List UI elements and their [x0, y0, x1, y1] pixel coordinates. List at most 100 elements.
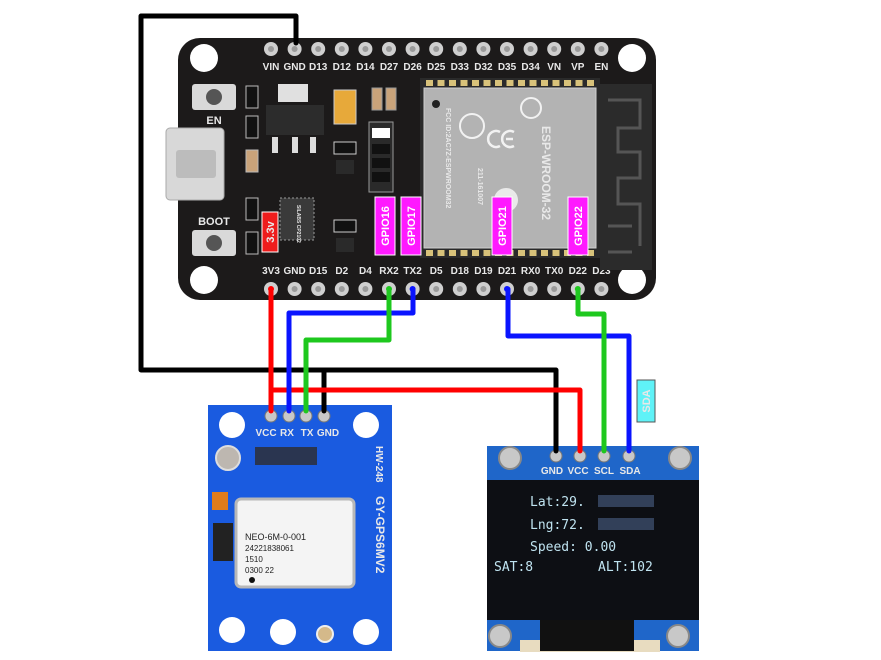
oled-lng: Lng:72. — [530, 518, 585, 533]
fcc-logo-icon — [459, 113, 485, 139]
chip-line-2: 24221838061 — [245, 544, 294, 553]
pin-hole — [480, 286, 487, 292]
module-label: ESP-WROOM-32 — [539, 126, 553, 220]
wire-gnd-oled — [138, 13, 559, 454]
top-pin-label: D12 — [333, 62, 352, 73]
sda-tag: SDA — [636, 379, 656, 423]
pin-hole — [315, 46, 322, 52]
usb-opening — [176, 150, 216, 178]
neo6m-chip — [234, 497, 356, 589]
top-pin-label: D25 — [427, 62, 446, 73]
pcb-antenna — [600, 84, 652, 270]
gps-model: GY-GPS6MV2 — [373, 496, 387, 574]
pin-hole — [551, 46, 558, 52]
gpio-tag-label: GPIO16 — [380, 206, 392, 246]
mount-hole — [190, 266, 218, 294]
blurred-lng-digits — [598, 518, 654, 530]
pin-hole — [480, 46, 487, 52]
bottom-pin-label: D15 — [309, 266, 328, 277]
en-button-cap — [206, 89, 222, 105]
bottom-pin-label: D2 — [335, 266, 348, 277]
gps-capacitor — [212, 492, 228, 510]
usb-uart-chip — [279, 197, 315, 241]
oled-speed: Speed: 0.00 — [530, 540, 616, 555]
mount-hole — [666, 624, 690, 648]
top-pin-label: D32 — [474, 62, 493, 73]
pin-hole — [598, 46, 605, 52]
pin-hole — [268, 46, 274, 52]
top-pin-label: EN — [594, 62, 608, 73]
pin-hole — [315, 286, 322, 292]
mount-hole — [498, 446, 522, 470]
pin-hole — [551, 286, 558, 292]
bottom-pin-label: D5 — [430, 266, 443, 277]
top-pin-label: VP — [571, 62, 585, 73]
bottom-pin-label: TX2 — [403, 266, 422, 277]
smd-components — [245, 84, 397, 255]
pin-hole — [338, 46, 345, 52]
mount-hole — [190, 44, 218, 72]
bottom-pin-label: 3V3 — [262, 266, 280, 277]
chip-line-3: 1510 — [245, 555, 263, 564]
antenna-connector — [316, 625, 334, 643]
wire-tx2-gps-rx — [286, 286, 416, 414]
wire-d21-sda — [505, 286, 632, 454]
bottom-pin-label: GND — [283, 266, 305, 277]
usb-uart-chip-label: SILABS CP2102 — [295, 205, 301, 243]
gpio-tag-label: GPIO22 — [573, 206, 585, 246]
mount-hole — [353, 412, 379, 438]
oled-lat: Lat:29. — [530, 495, 585, 510]
bottom-pin-label: D19 — [474, 266, 493, 277]
mount-hole — [618, 266, 646, 294]
pin-hole — [574, 46, 581, 52]
oled-pin-label: VCC — [567, 466, 588, 477]
bottom-header — [264, 282, 609, 296]
top-pin-label: D35 — [498, 62, 517, 73]
boot-button-cap — [206, 235, 222, 251]
battery-cell — [215, 445, 241, 471]
top-pin-label: D14 — [356, 62, 375, 73]
gpio-tag-label: GPIO17 — [406, 206, 418, 246]
wires — [138, 13, 632, 454]
pin-hole — [291, 46, 298, 52]
gpio-tag: GPIO17 — [400, 196, 422, 256]
boot-button-label: BOOT — [198, 216, 230, 228]
pin-hole — [527, 46, 534, 52]
gpio-tag: GPIO16 — [374, 196, 396, 256]
bottom-pin-label: D22 — [569, 266, 588, 277]
gpio-tag: GPIO22 — [567, 196, 589, 256]
pin-hole — [386, 46, 392, 52]
mount-hole — [618, 44, 646, 72]
bottom-pin-label: RX0 — [521, 266, 541, 277]
wire-d22-scl — [575, 286, 607, 454]
top-pin-label: VIN — [263, 62, 280, 73]
top-pin-label: D13 — [309, 62, 328, 73]
oled-ribbon — [540, 620, 634, 651]
top-pin-label: D27 — [380, 62, 399, 73]
mount-hole — [668, 446, 692, 470]
top-pin-label: D33 — [451, 62, 470, 73]
chip-line-1: NEO-6M-0-001 — [245, 532, 306, 542]
pin-hole — [362, 286, 369, 292]
pin-hole — [409, 46, 416, 52]
pin-hole — [504, 46, 510, 52]
gps-pin-label: RX — [280, 428, 294, 439]
bottom-pin-label: RX2 — [379, 266, 399, 277]
mount-hole — [219, 412, 245, 438]
bottom-pin-label: D23 — [592, 266, 611, 277]
bottom-pin-label: D18 — [451, 266, 470, 277]
ce-mark-icon — [486, 129, 515, 149]
top-pin-label: VN — [547, 62, 561, 73]
eeprom-chip — [213, 523, 233, 561]
module-fcc: FCC ID:2AC7Z-ESPWROOM32 — [444, 108, 451, 208]
oled-pin-label: GND — [541, 466, 563, 477]
gps-regulator-row — [255, 447, 317, 465]
pin-hole — [527, 286, 534, 292]
gpio-tag-label: GPIO21 — [497, 206, 509, 246]
oled-screen — [487, 480, 699, 620]
oled-sat: SAT:8 — [494, 560, 533, 575]
